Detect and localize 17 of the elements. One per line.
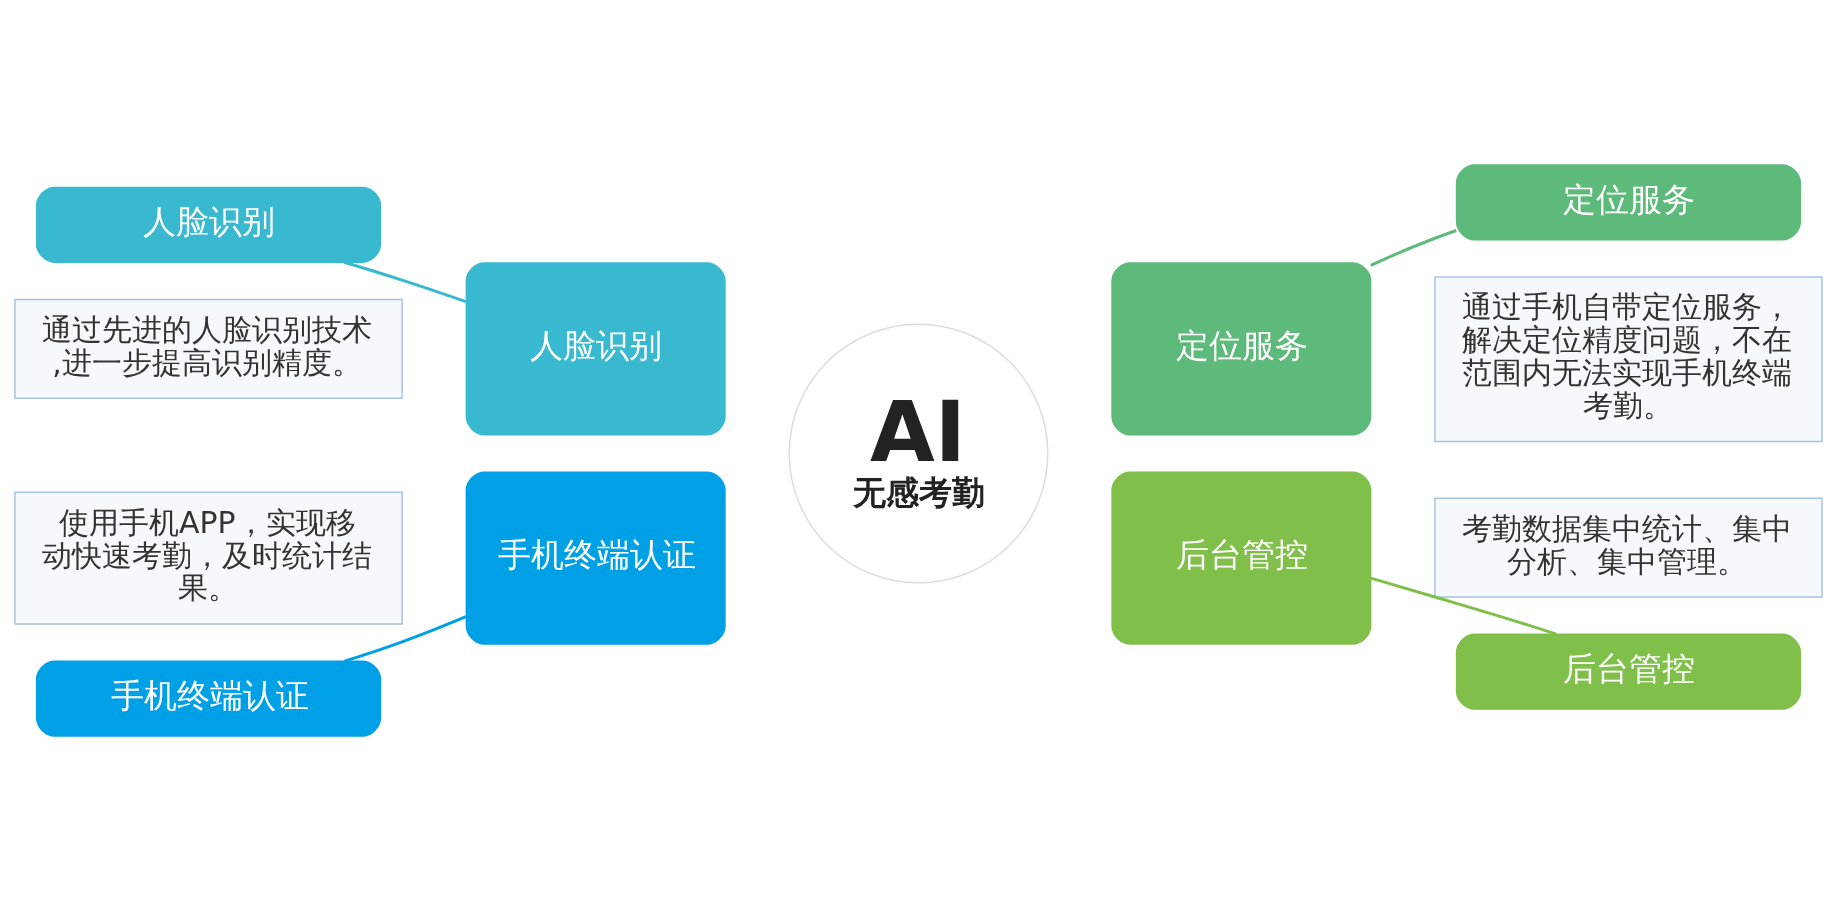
connector (1369, 229, 1457, 267)
node-box: 定位服务 (1110, 262, 1371, 436)
node-box: 手机终端认证 (35, 660, 381, 737)
node-box: 人脸识别 (35, 186, 381, 263)
node-box: 通过手机自带定位服务，解决定位精度问题，不在范围内无法实现手机终端考勤。 (1433, 276, 1823, 443)
node-box: 使用手机APP，实现移动快速考勤，及时统计结果。 (13, 491, 403, 625)
node-box: 通过先进的人脸识别技术,进一步提高识别精度。 (13, 298, 403, 399)
node-circle: AI 无感考勤 (787, 323, 1049, 584)
node-box: 定位服务 (1455, 164, 1801, 241)
node-box: 后台管控 (1110, 471, 1371, 645)
node-box: 人脸识别 (465, 262, 726, 436)
connector (343, 615, 466, 663)
connector (343, 260, 466, 304)
node-box: 后台管控 (1455, 633, 1801, 710)
connector (1369, 576, 1557, 636)
node-box: 考勤数据集中统计、集中分析、集中管理。 (1433, 497, 1823, 598)
node-box: 手机终端认证 (465, 471, 726, 645)
